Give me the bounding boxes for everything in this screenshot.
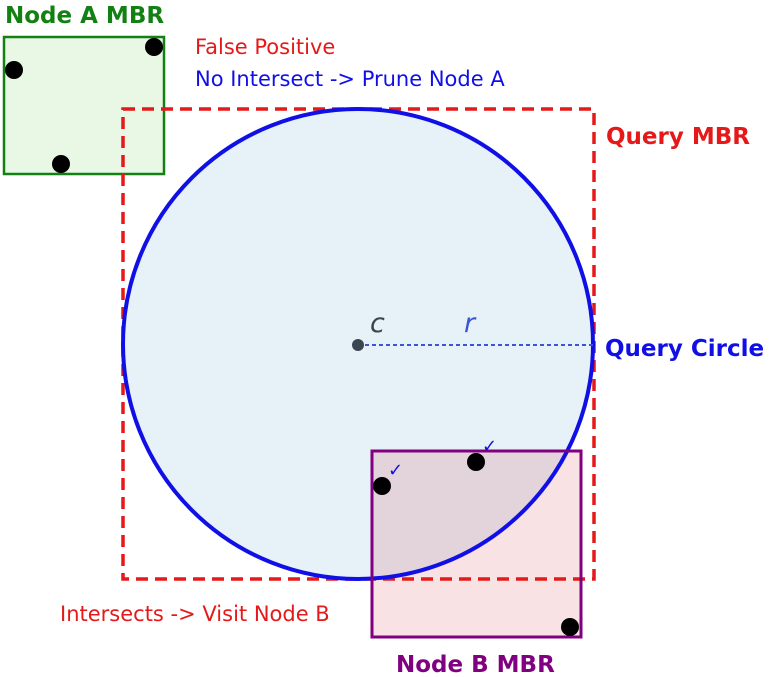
false-positive-label: False Positive	[195, 35, 335, 59]
radius-label: r	[464, 308, 477, 339]
node-b-point	[467, 453, 485, 471]
node-a-mbr-box	[2, 35, 166, 176]
query-circle-label: Query Circle	[605, 336, 764, 362]
check-mark-icon: ✓	[482, 436, 497, 457]
node-b-mbr-box	[370, 449, 583, 639]
node-b-mbr-label: Node B MBR	[396, 652, 555, 677]
node-b-point	[373, 477, 391, 495]
node-a-point	[145, 38, 163, 56]
check-mark-icon: ✓	[388, 460, 403, 481]
query-mbr-label: Query MBR	[606, 124, 750, 150]
node-b-point	[561, 618, 579, 636]
node-a-point	[5, 61, 23, 79]
center-point	[352, 339, 364, 351]
no-intersect-label: No Intersect -> Prune Node A	[195, 67, 505, 91]
node-a-mbr-label: Node A MBR	[5, 3, 164, 29]
intersects-label: Intersects -> Visit Node B	[60, 602, 330, 626]
center-label: c	[370, 308, 385, 339]
node-a-point	[52, 155, 70, 173]
